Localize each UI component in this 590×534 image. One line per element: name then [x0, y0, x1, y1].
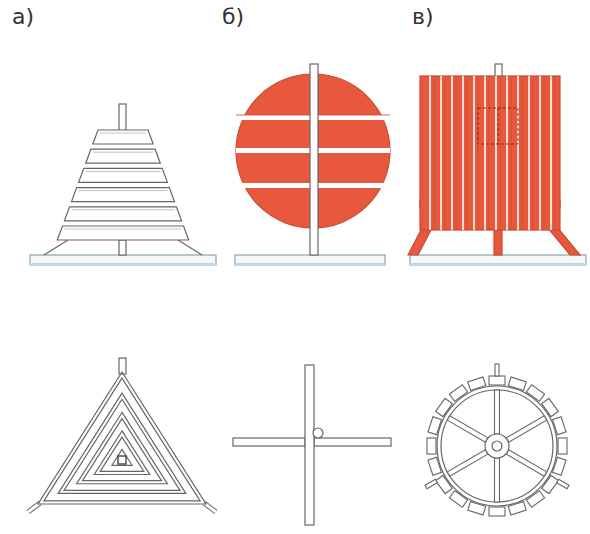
- sphere-top-view: [233, 365, 391, 525]
- pyramid-top-view: [28, 358, 216, 512]
- figure-label: а): [12, 6, 34, 28]
- figure-label: б): [222, 6, 244, 28]
- pyramid-side-view: [30, 104, 216, 266]
- cylinder-slats: [430, 76, 555, 230]
- pyramid-boards: [57, 130, 188, 240]
- cylinder-top-view: [425, 364, 570, 516]
- sphere-side-view: [230, 60, 390, 266]
- hidden-frame: [478, 108, 518, 144]
- pyramid-top-rings: [38, 372, 206, 504]
- figure-label: в): [412, 6, 434, 28]
- cylinder-side-view: [408, 64, 586, 266]
